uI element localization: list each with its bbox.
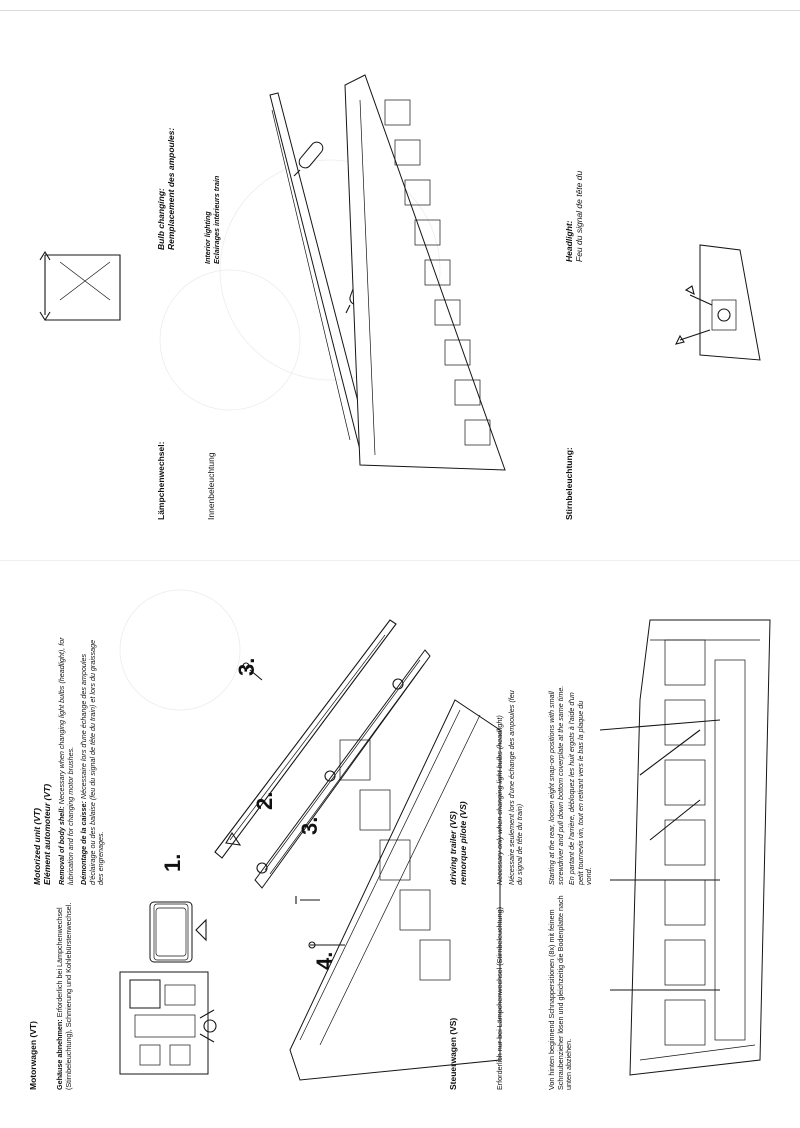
headlight-fr: Feu du signal de tête du: [574, 170, 584, 262]
motor-coach-body: [225, 699, 501, 1081]
page-fold: [0, 560, 800, 561]
motorwagen-title: Motorwagen (VT): [28, 1021, 38, 1090]
innen-block: Innenbeleuchtung: [206, 370, 216, 520]
interior-lighting-block: Interior lighting Eclairages intérieurs …: [203, 174, 221, 264]
steuerwagen-text1-block: Erforderlich nur bei Lämpchenwechsel (St…: [495, 890, 505, 1090]
driving-trailer-en1: Necessary only when changing light bulbs…: [495, 715, 504, 885]
page-top-rule: [0, 10, 800, 11]
driving-trailer-en2: Starting at the rear, loosen eight snap-…: [547, 685, 565, 885]
motorized-title-fr: Elément automoteur (VT): [42, 783, 52, 885]
step-3b-label: 3.: [297, 816, 322, 835]
step-3a-label: 3.: [234, 657, 259, 676]
motorized-text-block: Removal of body shell: Necessary when ch…: [57, 635, 106, 885]
body-shell-drawing: [149, 901, 207, 963]
step-2-label: 2.: [252, 791, 277, 810]
motorized-title-block: Motorized unit (VT) Elément automoteur (…: [32, 685, 52, 885]
motorized-title-en: Motorized unit (VT): [32, 808, 42, 885]
headlight-drawing: [674, 244, 761, 361]
interior-coach-body: [344, 74, 506, 471]
steuerwagen-text1: Erforderlich nur bei Lämpchenwechsel (St…: [495, 907, 504, 1090]
stirn-block: Stirnbeleuchtung:: [564, 370, 574, 520]
driving-trailer-drawing: [599, 619, 771, 1076]
driving-trailer-title-block: driving trailer (VS) remorque pilote (VS…: [448, 685, 468, 885]
bulb-detail-drawing: [39, 250, 121, 322]
step-4-label: 4.: [312, 951, 337, 970]
driving-trailer-fr1: Nécessaire seulement lors d'une échange …: [506, 690, 525, 885]
driving-trailer-fr2: En partant de l'arrière, débloquez les h…: [567, 692, 594, 885]
steuerwagen-title: Steuerwagen (VS): [448, 1017, 458, 1090]
motor-coach-roof-rail: [214, 619, 431, 889]
steuerwagen-text2-block: Von hinten beginnend Schnappersitionen (…: [547, 890, 574, 1090]
steuerwagen-title-block: Steuerwagen (VS): [448, 940, 458, 1090]
driving-trailer-text1-block: Necessary only when changing light bulbs…: [495, 685, 525, 885]
motor-block-drawing: [119, 971, 217, 1075]
interior-lighting-fr: Eclairages intérieurs train: [211, 175, 221, 264]
driving-trailer-title-en: driving trailer (VS): [448, 811, 458, 885]
steuerwagen-text2: Von hinten beginnend Schnappersitionen (…: [547, 895, 574, 1090]
laempchen-label: Lämpchenwechsel:: [156, 441, 166, 520]
driving-trailer-text2-block: Starting at the rear, loosen eight snap-…: [547, 685, 594, 885]
headlight-block: Headlight: Feu du signal de tête du: [564, 142, 584, 262]
motorwagen-block: Motorwagen (VT): [28, 970, 38, 1090]
motorwagen-text-block: Gehäuse abnehmen: Erforderlich bei Lämpc…: [55, 850, 73, 1090]
bulb-changing-fr: Remplacement des ampoules:: [166, 127, 176, 250]
laempchen-block: Lämpchenwechsel:: [156, 370, 166, 520]
step-3-screw-markers: [242, 662, 345, 949]
bulb-changing-block: Bulb changing: Remplacement des ampoules…: [156, 110, 176, 250]
step-1-label: 1.: [160, 853, 185, 872]
innen-label: Innenbeleuchtung: [206, 452, 216, 520]
headlight-en: Headlight:: [564, 220, 574, 262]
bulb-changing-en: Bulb changing:: [156, 188, 166, 250]
driving-trailer-title-fr: remorque pilote (VS): [458, 801, 468, 885]
stirn-label: Stirnbeleuchtung:: [564, 447, 574, 520]
